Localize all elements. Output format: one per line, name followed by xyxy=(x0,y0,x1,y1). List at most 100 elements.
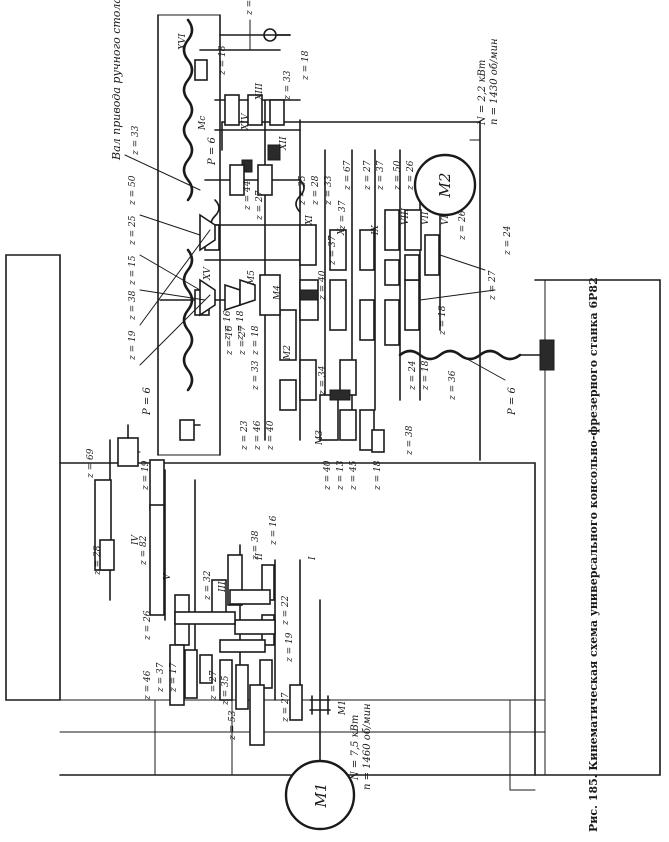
svg-text:z = 33: z = 33 xyxy=(131,125,141,156)
svg-text:z = 17: z = 17 xyxy=(169,662,179,693)
gear-z82 xyxy=(149,504,165,616)
svg-text:z = 69: z = 69 xyxy=(86,448,96,479)
svg-text:XIV: XIV xyxy=(241,112,251,131)
svg-text:z = 33: z = 33 xyxy=(251,360,261,391)
motor-m2-power: N = 2,2 кВт xyxy=(477,60,488,126)
table-leadscrew xyxy=(182,18,194,202)
gear-z53 xyxy=(249,684,265,746)
svg-text:M5: M5 xyxy=(247,270,257,286)
cross-leadscrew xyxy=(182,248,194,392)
svg-text:z = 38: z = 38 xyxy=(128,290,138,321)
spindle-nose xyxy=(117,437,139,467)
svg-text:IV: IV xyxy=(131,533,141,546)
leader-lines xyxy=(124,154,506,381)
pitch-labels: P = 6 P = 6 P = 6 xyxy=(142,137,518,416)
coupling-labels: M1 M2 M3 M4 M5 Mс xyxy=(198,116,348,716)
svg-text:z = 18: z = 18 xyxy=(251,325,261,356)
svg-text:z = 18: z = 18 xyxy=(438,305,448,336)
svg-text:z = 35: z = 35 xyxy=(221,675,231,706)
main-drive-gears xyxy=(94,424,331,746)
svg-text:z = 25: z = 25 xyxy=(128,215,138,246)
svg-text:Рис. 185. Кинематическая схема: Рис. 185. Кинематическая схема универсал… xyxy=(587,277,600,832)
svg-text:z = 46: z = 46 xyxy=(143,670,153,701)
svg-text:XI: XI xyxy=(305,215,315,226)
svg-text:z = 33: z = 33 xyxy=(283,70,293,101)
svg-text:I: I xyxy=(308,556,318,561)
svg-text:z = 53: z = 53 xyxy=(228,710,238,741)
svg-text:z = 40: z = 40 xyxy=(323,460,333,491)
shaft-numerals: V III II I IV VI VII VIII IX X XI XII XI… xyxy=(131,33,451,593)
svg-text:XVI: XVI xyxy=(178,33,188,51)
svg-text:z = 40: z = 40 xyxy=(318,270,328,301)
svg-text:z = 24: z = 24 xyxy=(245,0,255,16)
svg-text:II: II xyxy=(255,552,265,561)
svg-text:z = 22: z = 22 xyxy=(281,595,291,626)
feed-gear-labels: z = 40 z = 13 z = 45 z = 18 z = 38 z = 2… xyxy=(128,0,513,491)
gear-z27-low xyxy=(289,684,303,721)
svg-text:z = 44: z = 44 xyxy=(243,180,253,211)
svg-text:z = 45: z = 45 xyxy=(349,460,359,491)
svg-text:z = 26: z = 26 xyxy=(406,160,416,191)
svg-text:z = 67: z = 67 xyxy=(343,160,353,191)
svg-text:z = 50: z = 50 xyxy=(393,160,403,191)
motor-m1: M1 N = 7,5 кВт n = 1460 об/мин xyxy=(284,703,373,831)
svg-text:z = 27: z = 27 xyxy=(281,692,291,723)
svg-text:z = 32: z = 32 xyxy=(203,570,213,601)
svg-text:P = 6: P = 6 xyxy=(507,387,518,416)
svg-text:z = 18: z = 18 xyxy=(218,45,228,76)
gear-z19-top xyxy=(149,459,165,511)
gear-z19-low xyxy=(259,659,273,689)
coupling-main xyxy=(309,695,331,715)
motor-m2-label: M2 xyxy=(436,173,454,199)
svg-text:z = 16: z = 16 xyxy=(269,515,279,546)
svg-text:z = 35: z = 35 xyxy=(298,175,308,206)
svg-text:z = 82: z = 82 xyxy=(139,535,149,566)
svg-text:z = 26: z = 26 xyxy=(143,610,153,641)
svg-text:z = 16: z = 16 xyxy=(225,325,235,356)
motor-m2: M2 N = 2,2 кВт n = 1430 об/мин xyxy=(413,38,500,217)
feed-gears xyxy=(179,28,440,453)
svg-text:z = 24: z = 24 xyxy=(503,225,513,256)
svg-text:z = 38: z = 38 xyxy=(405,425,415,456)
svg-text:z = 27: z = 27 xyxy=(488,270,498,301)
svg-text:M3: M3 xyxy=(315,430,325,446)
svg-text:z = 23: z = 23 xyxy=(240,420,250,451)
svg-text:z = 37: z = 37 xyxy=(328,235,338,266)
svg-text:z = 18: z = 18 xyxy=(373,460,383,491)
svg-text:z = 18: z = 18 xyxy=(421,360,431,391)
svg-text:z = 27: z = 27 xyxy=(255,190,265,221)
svg-text:M1: M1 xyxy=(338,700,348,716)
svg-text:Вал привода ручного стола: Вал привода ручного стола xyxy=(110,0,123,161)
motor-m1-label: M1 xyxy=(312,783,330,809)
svg-text:VII: VII xyxy=(421,211,431,225)
gear-z37 xyxy=(184,649,198,699)
svg-text:z = 18: z = 18 xyxy=(301,50,311,81)
gear-z46 xyxy=(169,644,185,706)
svg-text:VI: VI xyxy=(441,215,451,225)
svg-text:z = 27: z = 27 xyxy=(363,160,373,191)
main-gear-labels: z = 69 z = 19 z = 28 z = 82 z = 38 z = 1… xyxy=(86,448,295,741)
motor-m1-speed: n = 1460 об/мин xyxy=(362,703,373,790)
svg-text:z = 27: z = 27 xyxy=(238,325,248,356)
svg-text:z = 46: z = 46 xyxy=(253,420,263,451)
gear-z28 xyxy=(99,539,115,571)
svg-text:z = 50: z = 50 xyxy=(128,175,138,206)
svg-text:z = 19: z = 19 xyxy=(128,330,138,361)
svg-text:z = 37: z = 37 xyxy=(376,160,386,191)
svg-text:z = 38: z = 38 xyxy=(251,530,261,561)
gear-z27 xyxy=(219,659,233,701)
svg-text:z = 15: z = 15 xyxy=(128,255,138,286)
svg-text:z = 33: z = 33 xyxy=(324,175,334,206)
motor-m2-speed: n = 1430 об/мин xyxy=(489,38,500,125)
svg-text:X: X xyxy=(337,228,347,236)
svg-text:z = 40: z = 40 xyxy=(266,420,276,451)
gear-z17 xyxy=(199,654,213,684)
svg-text:III: III xyxy=(218,581,228,593)
svg-text:z = 19: z = 19 xyxy=(141,460,151,491)
svg-text:z = 37: z = 37 xyxy=(156,662,166,693)
svg-text:z = 13: z = 13 xyxy=(336,460,346,491)
svg-text:z = 19: z = 19 xyxy=(285,632,295,663)
svg-text:z = 36: z = 36 xyxy=(448,370,458,401)
